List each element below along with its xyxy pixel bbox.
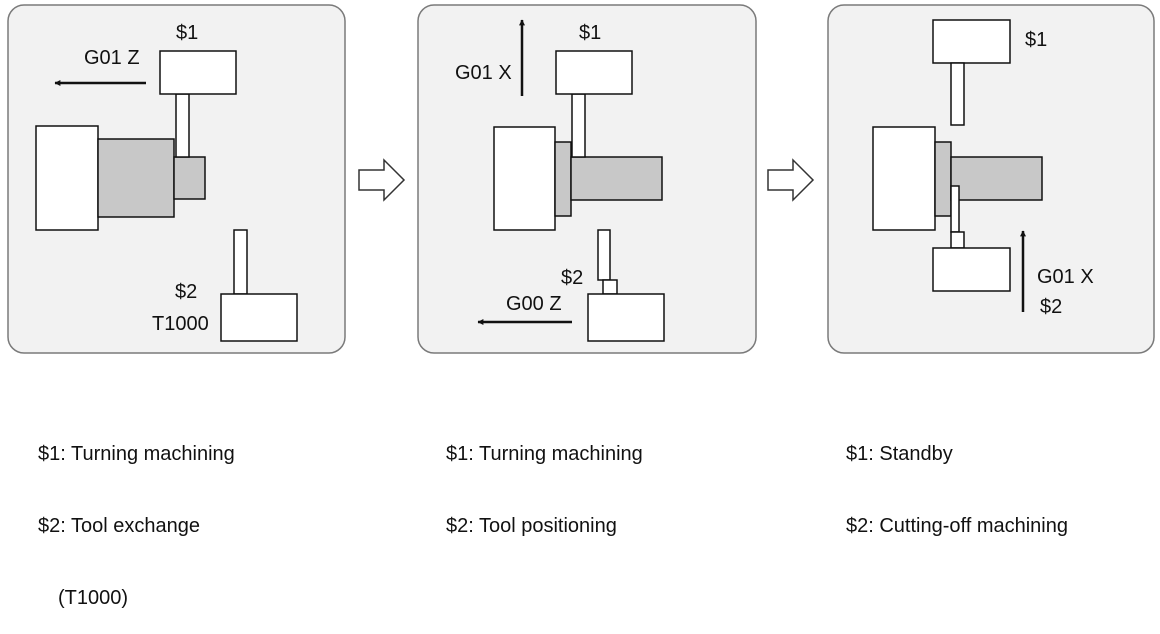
ch1-tool-shank	[175, 93, 190, 158]
ch2-tool-holder	[950, 231, 965, 249]
hollow-right-arrow-icon	[767, 158, 815, 202]
caption-line: $1: Turning machining	[446, 443, 643, 465]
ch1-command: G01 X	[455, 62, 512, 84]
ch2-tool-blade	[950, 185, 960, 233]
ch1-label: $1	[176, 22, 198, 44]
workpiece	[570, 156, 663, 201]
panel-3-caption: $1: Standby $2: Cutting-off machining	[846, 394, 1068, 562]
ch1-tool-shank	[950, 62, 965, 126]
ch2-command: T1000	[152, 313, 209, 335]
ch2-turret	[932, 247, 1011, 292]
ch2-tool-shank	[233, 229, 248, 295]
chuck	[872, 126, 936, 231]
panel-3: $1 G01 X $2	[827, 4, 1155, 354]
ch1-label: $1	[1025, 29, 1047, 51]
machining-sequence-diagram: $1 G01 Z $2 T1000 $1 G01 X $2 G00 Z	[7, 4, 1155, 354]
ch2-command: G00 Z	[506, 293, 562, 315]
workpiece-turned-section	[173, 156, 206, 200]
ch1-turret	[555, 50, 633, 95]
ch2-label: $2	[175, 281, 197, 303]
panel-1: $1 G01 Z $2 T1000	[7, 4, 346, 354]
workpiece	[950, 156, 1043, 201]
ch2-label: $2	[1040, 296, 1062, 318]
workpiece	[97, 138, 175, 218]
panel-1-caption: $1: Turning machining $2: Tool exchange …	[38, 394, 235, 634]
ch2-tool-tip	[602, 279, 618, 295]
caption-line: $1: Standby	[846, 443, 953, 465]
ch2-command: G01 X	[1037, 266, 1094, 288]
caption-line: (T1000)	[58, 587, 129, 609]
chuck	[35, 125, 99, 231]
ch1-label: $1	[579, 22, 601, 44]
workpiece-shoulder	[554, 141, 572, 217]
panel-2: $1 G01 X $2 G00 Z	[417, 4, 757, 354]
ch2-label: $2	[561, 267, 583, 289]
ch1-turret	[932, 19, 1011, 64]
caption-line: $2: Cutting-off machining	[846, 515, 1068, 537]
ch2-turret	[587, 293, 665, 342]
caption-line: $1: Turning machining	[38, 443, 235, 465]
workpiece-shoulder	[934, 141, 952, 217]
ch1-command: G01 Z	[84, 47, 140, 69]
ch1-turret	[159, 50, 237, 95]
hollow-right-arrow-icon	[358, 158, 406, 202]
caption-line: $2: Tool positioning	[446, 515, 617, 537]
panel-2-caption: $1: Turning machining $2: Tool positioni…	[446, 394, 643, 562]
ch1-tool-shank	[571, 93, 586, 158]
ch2-turret	[220, 293, 298, 342]
ch2-tool-shank	[597, 229, 611, 281]
chuck	[493, 126, 556, 231]
caption-line: $2: Tool exchange	[38, 515, 200, 537]
